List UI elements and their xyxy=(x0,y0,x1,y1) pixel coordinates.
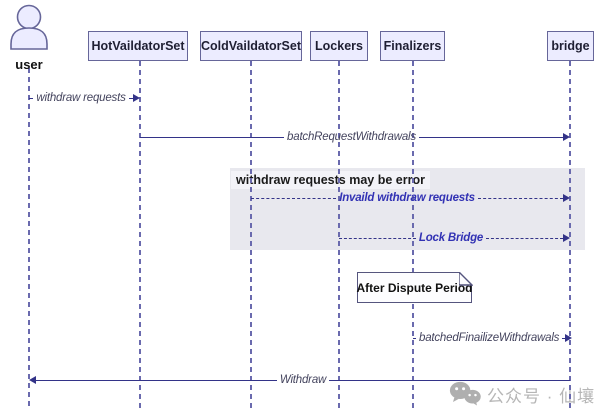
message-label: Withdraw xyxy=(279,373,327,386)
participant-lockers-label: Lockers xyxy=(315,39,363,53)
message-lock-bridge: Lock Bridge xyxy=(339,230,571,246)
message-withdraw-requests: withdraw requests xyxy=(29,90,140,106)
participant-bridge: bridge xyxy=(547,31,594,61)
arrowhead-right-icon xyxy=(563,133,570,141)
message-withdraw: Withdraw xyxy=(29,372,571,388)
participant-finalizers: Finalizers xyxy=(380,31,445,61)
participant-lockers: Lockers xyxy=(310,31,368,61)
message-batchedfinailizewithdrawals: batchedFinailizeWithdrawals xyxy=(413,330,573,346)
arrowhead-right-icon xyxy=(563,194,570,202)
note-after-dispute-period: After Dispute Period xyxy=(356,271,473,303)
participant-hotvaildatorset-label: HotVaildatorSet xyxy=(91,39,185,53)
message-line xyxy=(477,197,563,199)
user-actor-icon xyxy=(10,4,48,50)
lifeline-hot xyxy=(139,61,141,408)
message-invaild-withdraw-requests: Invaild withdraw requests xyxy=(251,190,570,206)
message-line xyxy=(413,337,416,339)
lifeline-user xyxy=(28,68,30,408)
participant-bridge-label: bridge xyxy=(551,39,590,53)
message-batchrequestwithdrawals: batchRequestWithdrawals xyxy=(140,129,570,145)
arrowhead-left-icon xyxy=(29,376,36,384)
message-line xyxy=(562,337,566,339)
message-label: Invaild withdraw requests xyxy=(339,191,475,204)
message-line xyxy=(251,197,337,199)
highlight-block: withdraw requests may be error xyxy=(230,168,585,250)
message-label: Lock Bridge xyxy=(418,231,484,244)
highlight-block-label: withdraw requests may be error xyxy=(231,171,430,189)
wechat-icon xyxy=(449,381,481,406)
participant-coldvaildatorset: ColdVaildatorSet xyxy=(200,31,302,61)
message-line xyxy=(486,237,564,239)
watermark: 公众号 · 仙壤 xyxy=(449,381,595,407)
lifeline-finalizers xyxy=(412,61,414,408)
message-line xyxy=(418,136,563,138)
actor-user-label: user xyxy=(15,57,43,72)
message-line xyxy=(329,379,571,381)
lifeline-lockers xyxy=(338,61,340,408)
participant-hotvaildatorset: HotVaildatorSet xyxy=(88,31,188,61)
watermark-text: 公众号 · 仙壤 xyxy=(487,386,596,406)
message-label: withdraw requests xyxy=(36,91,126,104)
arrowhead-right-icon xyxy=(565,334,573,342)
message-line xyxy=(36,379,277,381)
arrowhead-right-icon xyxy=(563,234,571,242)
actor-user: user xyxy=(7,4,51,72)
message-line xyxy=(140,136,285,138)
lifeline-cold xyxy=(250,61,252,408)
message-line xyxy=(128,97,133,99)
message-label: batchRequestWithdrawals xyxy=(287,130,416,143)
message-line xyxy=(29,97,34,99)
participant-coldvaildatorset-label: ColdVaildatorSet xyxy=(200,39,302,53)
participant-finalizers-label: Finalizers xyxy=(383,39,442,53)
note-label: After Dispute Period xyxy=(356,280,473,295)
arrowhead-right-icon xyxy=(133,94,140,102)
note-fold-icon xyxy=(458,271,473,286)
message-label: batchedFinailizeWithdrawals xyxy=(419,331,560,344)
message-line xyxy=(339,237,416,239)
